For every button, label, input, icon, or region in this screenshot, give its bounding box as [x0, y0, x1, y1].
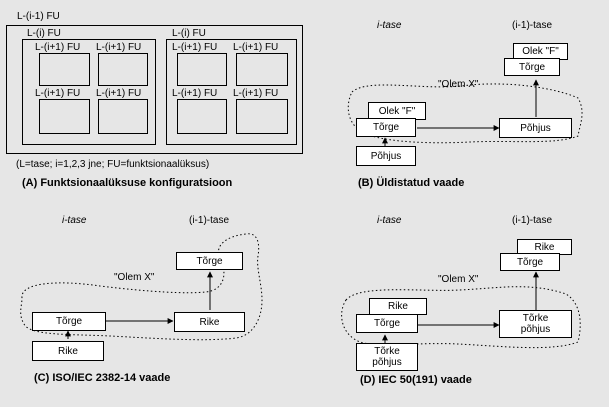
cell-label: L-(i+1) FU	[35, 42, 81, 53]
group-left-label: L-(i) FU	[27, 28, 61, 39]
cell-box	[98, 99, 148, 134]
cell-label: L-(i+1) FU	[172, 42, 218, 53]
outer-fu-label: L-(i-1) FU	[17, 11, 60, 22]
group-left-frame	[22, 39, 156, 145]
cell-box	[177, 99, 227, 134]
caption-b: (B) Üldistatud vaade	[358, 177, 465, 189]
legend-text: (L=tase; i=1,2,3 jne; FU=funktsionaalüks…	[16, 159, 210, 170]
cell-box	[236, 53, 288, 86]
caption-d: (D) IEC 50(191) vaade	[360, 374, 472, 386]
fault-box: Rike	[174, 312, 245, 332]
level-i-label: i-tase	[377, 20, 402, 31]
group-right-label: L-(i) FU	[172, 28, 206, 39]
cell-box	[98, 53, 148, 86]
cell-box	[39, 53, 90, 86]
cause-box: Põhjus	[499, 118, 572, 138]
cell-label: L-(i+1) FU	[35, 88, 81, 99]
caption-a: (A) Funktsionaalüksuse konfiguratsioon	[22, 177, 233, 189]
olem-label: "Olem X"	[438, 79, 479, 90]
level-i-label: i-tase	[377, 215, 402, 226]
failure-box: Tõrge	[500, 253, 560, 271]
cell-label: L-(i+1) FU	[172, 88, 218, 99]
olem-outline-b	[347, 83, 583, 144]
failure-cause-box: Tõrke põhjus	[499, 310, 572, 338]
cell-label: L-(i+1) FU	[233, 42, 279, 53]
group-right-frame	[166, 39, 297, 145]
failure-box: Tõrge	[176, 252, 243, 270]
level-i-minus-1-label: (i-1)-tase	[189, 215, 230, 226]
cell-label: L-(i+1) FU	[233, 88, 279, 99]
level-i-minus-1-label: (i-1)-tase	[512, 20, 553, 31]
cell-box	[236, 99, 288, 134]
cell-box	[177, 53, 227, 86]
cell-label: L-(i+1) FU	[96, 42, 142, 53]
cell-box	[39, 99, 90, 134]
fault-box-back: Rike	[369, 298, 427, 315]
failure-box: Tõrge	[356, 314, 418, 333]
outer-fu-frame	[6, 25, 303, 154]
olem-outline-c	[20, 233, 263, 341]
failure-box: Tõrge	[32, 312, 106, 331]
level-i-minus-1-label: (i-1)-tase	[512, 215, 553, 226]
fault-box: Rike	[32, 341, 104, 361]
olem-label: "Olem X"	[438, 274, 479, 285]
cell-label: L-(i+1) FU	[96, 88, 142, 99]
cause-box: Põhjus	[356, 146, 416, 166]
failure-box: Tõrge	[356, 118, 416, 137]
olem-label: "Olem X"	[114, 272, 155, 283]
level-i-label: i-tase	[62, 215, 87, 226]
caption-c: (C) ISO/IEC 2382-14 vaade	[34, 372, 171, 384]
state-box-back: Olek "F"	[368, 102, 426, 120]
failure-cause-box: Tõrke põhjus	[356, 343, 418, 371]
failure-box: Tõrge	[504, 58, 560, 76]
